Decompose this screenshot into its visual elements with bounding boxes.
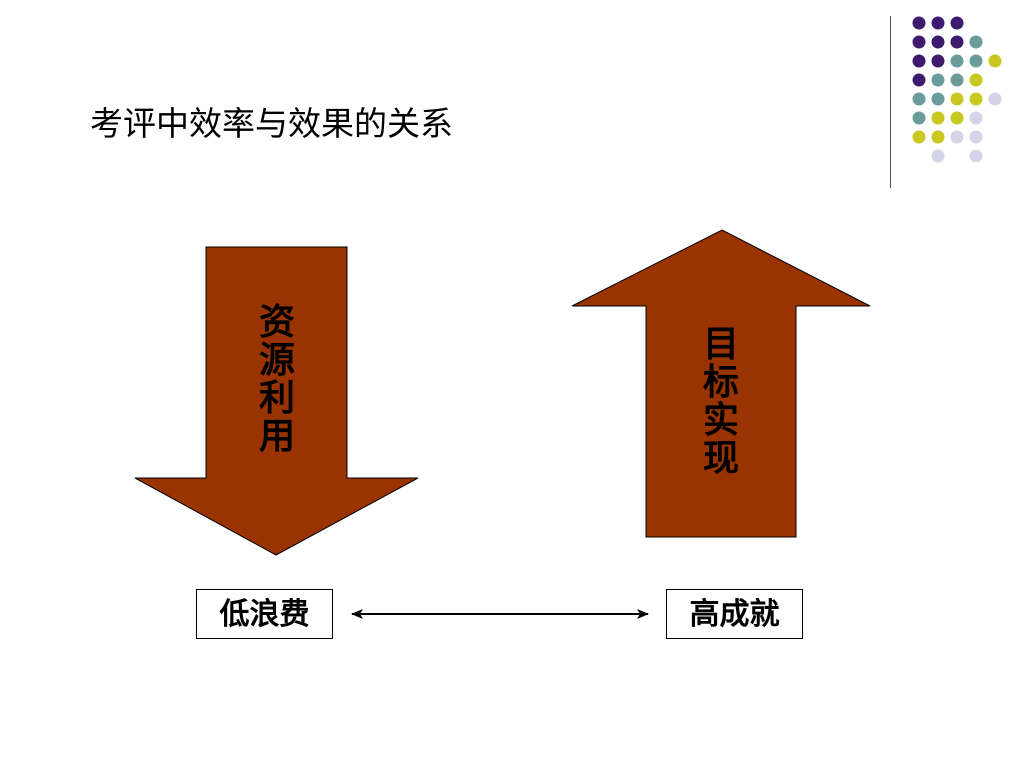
decorative-dot <box>988 92 1002 106</box>
decorative-dot <box>912 16 926 30</box>
decorative-dot <box>931 16 945 30</box>
decorative-dot <box>969 35 983 49</box>
decorative-dot <box>969 111 983 125</box>
decorative-dot <box>969 130 983 144</box>
decorative-dot <box>969 149 983 163</box>
decorative-dot <box>912 130 926 144</box>
decorative-dot <box>950 16 964 30</box>
decorative-dot-grid <box>912 16 1002 163</box>
high-achievement-box: 高成就 <box>666 589 803 639</box>
page-title: 考评中效率与效果的关系 <box>90 104 453 143</box>
up-arrow <box>571 229 871 538</box>
decorative-dot <box>950 92 964 106</box>
decorative-dot <box>969 54 983 68</box>
up-arrow-label: 目标实现 <box>702 324 739 479</box>
low-waste-box: 低浪费 <box>196 589 333 639</box>
decorative-dot <box>912 35 926 49</box>
decorative-dot <box>931 73 945 87</box>
decorative-dot <box>969 73 983 87</box>
decorative-dot <box>950 111 964 125</box>
decorative-dot <box>912 54 926 68</box>
decorative-dot <box>912 73 926 87</box>
decorative-dot <box>931 149 945 163</box>
vertical-divider <box>890 16 891 188</box>
down-arrow-label: 资源利用 <box>258 302 295 457</box>
decorative-dot <box>950 54 964 68</box>
decorative-dot <box>969 92 983 106</box>
decorative-dot <box>931 130 945 144</box>
decorative-dot <box>912 111 926 125</box>
decorative-dot <box>988 54 1002 68</box>
decorative-dot <box>931 92 945 106</box>
decorative-dot <box>950 73 964 87</box>
decorative-dot <box>931 111 945 125</box>
decorative-dot <box>912 92 926 106</box>
decorative-dot <box>950 35 964 49</box>
down-arrow <box>134 246 419 556</box>
decorative-dot <box>950 130 964 144</box>
decorative-dot <box>931 35 945 49</box>
decorative-dot <box>931 54 945 68</box>
